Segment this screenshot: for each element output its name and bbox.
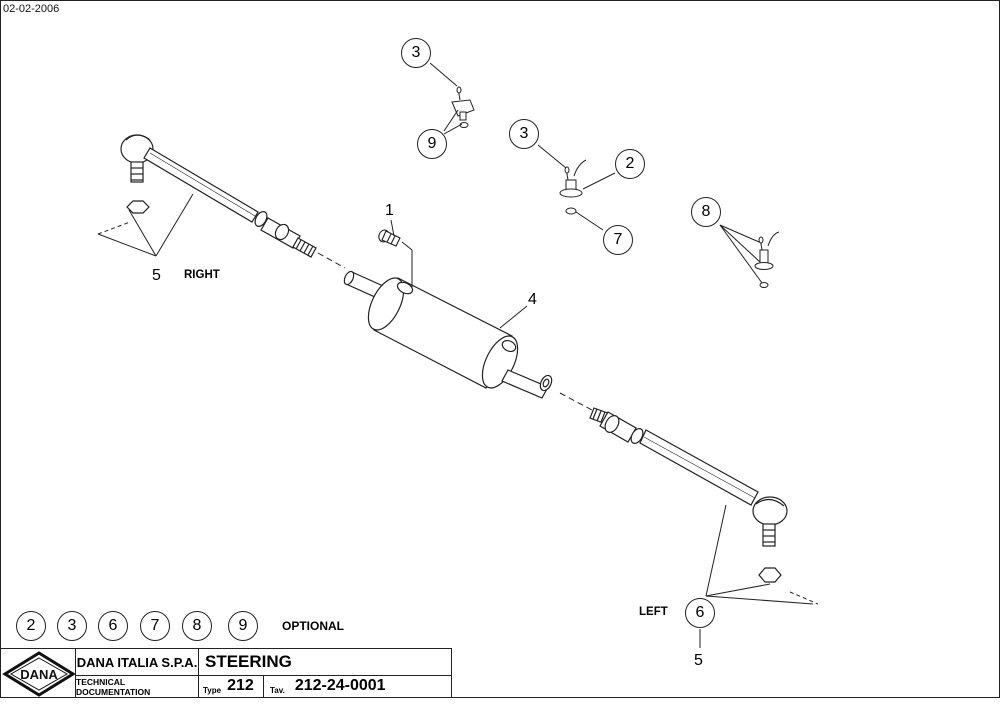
optional-item-7: 7 bbox=[140, 611, 170, 641]
tav-value: 212-24-0001 bbox=[294, 677, 386, 694]
optional-item-9: 9 bbox=[228, 611, 258, 641]
callout-7: 7 bbox=[603, 225, 633, 255]
right-side-label: RIGHT bbox=[184, 269, 220, 281]
type-cell: Type 212 bbox=[198, 675, 264, 698]
title-block: DANA DANA ITALIA S.P.A. TECHNICAL DOCUME… bbox=[0, 648, 452, 698]
optional-item-6: 6 bbox=[98, 611, 128, 641]
left-side-label: LEFT bbox=[639, 606, 668, 618]
callout-3-middle: 3 bbox=[509, 119, 539, 149]
label-5-right: 5 bbox=[152, 267, 161, 284]
drawing-title: STEERING bbox=[198, 648, 452, 676]
callout-9: 9 bbox=[417, 129, 447, 159]
dana-logo: DANA bbox=[2, 651, 76, 697]
left-tie-rod bbox=[589, 407, 788, 583]
right-tie-rod bbox=[120, 134, 317, 258]
drawing-date: 02-02-2006 bbox=[3, 3, 60, 15]
fitting-group-middle bbox=[559, 159, 587, 215]
optional-label: OPTIONAL bbox=[282, 619, 344, 633]
logo-text: DANA bbox=[20, 667, 58, 682]
callout-8: 8 bbox=[691, 197, 721, 227]
tav-label: Tav. bbox=[270, 686, 285, 695]
callout-2: 2 bbox=[615, 149, 645, 179]
label-4: 4 bbox=[528, 291, 537, 308]
type-value: 212 bbox=[227, 677, 254, 694]
leader-lines bbox=[97, 62, 814, 648]
label-5-left: 5 bbox=[694, 652, 703, 669]
callout-3-top: 3 bbox=[401, 38, 431, 68]
optional-item-8: 8 bbox=[182, 611, 212, 641]
callout-6: 6 bbox=[685, 598, 715, 628]
type-label: Type bbox=[203, 686, 222, 695]
doc-subtitle: TECHNICAL DOCUMENTATION bbox=[75, 675, 199, 698]
steering-cylinder bbox=[343, 270, 553, 399]
company-name: DANA ITALIA S.P.A. bbox=[75, 648, 199, 676]
fitting-group-right bbox=[754, 231, 780, 288]
optional-item-3: 3 bbox=[57, 611, 87, 641]
tav-cell: Tav. 212-24-0001 bbox=[263, 675, 452, 698]
bolt-part bbox=[378, 229, 401, 247]
fitting-group-top bbox=[451, 86, 475, 128]
label-1: 1 bbox=[385, 202, 394, 219]
optional-item-2: 2 bbox=[16, 611, 46, 641]
logo-cell: DANA bbox=[0, 648, 76, 698]
